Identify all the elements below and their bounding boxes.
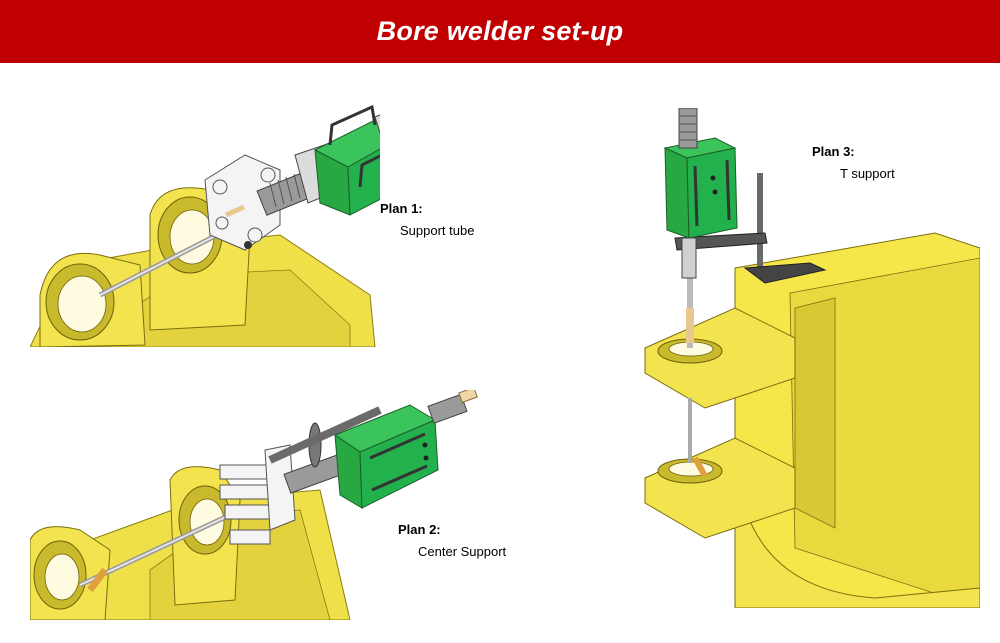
plan3-illustration: [644, 108, 980, 608]
plan1-illustration: [30, 104, 380, 347]
header-bar: Bore welder set-up: [0, 0, 1000, 63]
plan2-title: Plan 2:: [398, 522, 441, 537]
page-title: Bore welder set-up: [376, 16, 624, 46]
plan3-label: Plan 3: T support: [812, 144, 895, 181]
plan1-label: Plan 1: Support tube: [380, 201, 474, 238]
plan1-title: Plan 1:: [380, 201, 423, 216]
plan1-desc: Support tube: [400, 223, 475, 238]
plan3-title: Plan 3:: [812, 144, 855, 159]
plan2-illustration: [30, 390, 478, 620]
plan3-desc: T support: [840, 166, 895, 181]
plan2-desc: Center Support: [418, 544, 507, 559]
plan2-label: Plan 2: Center Support: [398, 522, 506, 559]
